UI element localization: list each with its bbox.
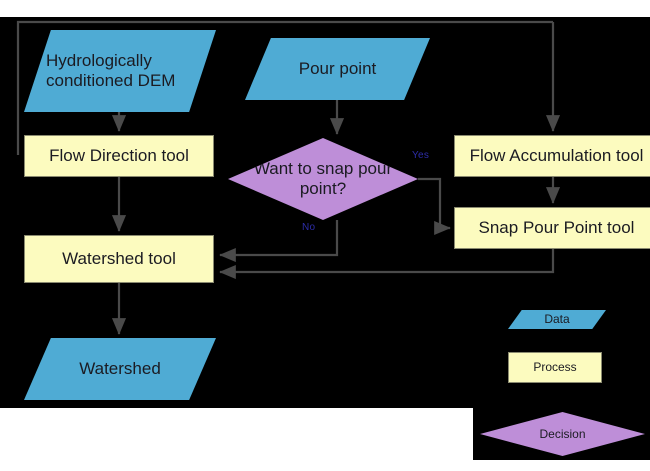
legend-label: Data xyxy=(544,312,570,327)
edge-flowdirection-left-riser xyxy=(16,20,553,155)
legend-label: Process xyxy=(533,360,577,375)
node-label: Hydrologically conditioned DEM xyxy=(46,50,176,90)
node-label: Flow Accumulation tool xyxy=(469,145,644,165)
node-pour-point[interactable]: Pour point xyxy=(245,38,430,100)
node-flow-direction-tool[interactable]: Flow Direction tool xyxy=(24,135,214,177)
node-label: Flow Direction tool xyxy=(49,145,189,165)
node-label: Watershed tool xyxy=(62,248,176,268)
edge-snappourpoint-to-watershedtool xyxy=(219,249,555,280)
edge-decision-yes-to-snappourpoint xyxy=(418,177,451,236)
node-watershed[interactable]: Watershed xyxy=(24,338,216,400)
node-snap-pour-point-tool[interactable]: Snap Pour Point tool xyxy=(454,207,650,249)
node-label: Want to snap pour point? xyxy=(253,158,393,198)
node-flow-accumulation-tool[interactable]: Flow Accumulation tool xyxy=(454,135,650,177)
edge-label-yes: Yes xyxy=(412,150,430,161)
edge-label-no: No xyxy=(302,222,316,233)
legend-item-process: Process xyxy=(508,352,602,383)
legend-label: Decision xyxy=(539,426,586,441)
edge-decision-no-to-watershedtool xyxy=(219,220,339,263)
node-hydrologically-conditioned-dem[interactable]: Hydrologically conditioned DEM xyxy=(24,30,216,112)
node-watershed-tool[interactable]: Watershed tool xyxy=(24,235,214,283)
node-label: Watershed xyxy=(79,358,161,378)
node-label: Pour point xyxy=(298,58,377,78)
node-label: Snap Pour Point tool xyxy=(478,217,635,237)
legend-item-data: Data xyxy=(508,310,606,329)
